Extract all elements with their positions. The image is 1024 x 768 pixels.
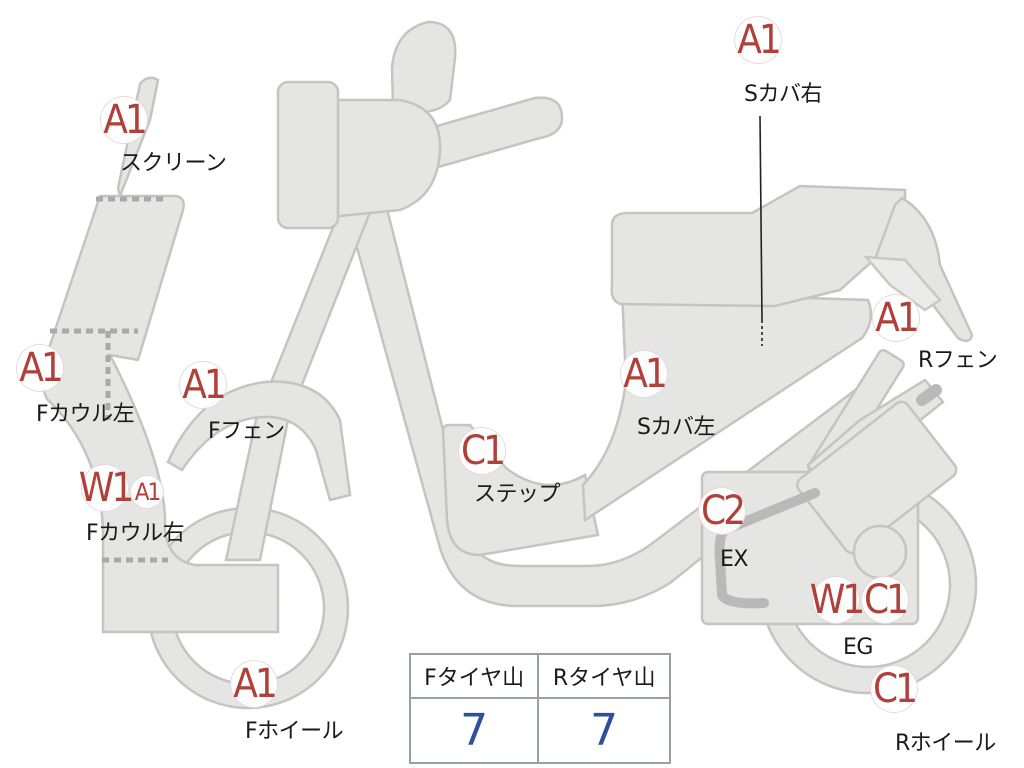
tail-lower (863, 255, 942, 312)
step-label: ステップ (474, 482, 561, 507)
engine-pulley (852, 524, 908, 580)
f-fender-code-badge[interactable]: A1 (180, 362, 227, 408)
tail-fin (872, 196, 974, 343)
side-cover (581, 290, 873, 523)
front-fork (224, 183, 380, 562)
front-tire-value: 7 (408, 697, 540, 764)
front-tire-header: Fタイヤ山 (408, 653, 540, 699)
r-wheel-label: Rホイール (895, 731, 996, 756)
screen-label: スクリーン (120, 151, 227, 176)
f-fender-label: Fフェン (208, 419, 285, 444)
r-wheel-code-badge[interactable]: C1 (871, 666, 918, 712)
exhaust-code-badge[interactable]: C2 (699, 488, 746, 534)
rear-tire-value: 7 (537, 697, 671, 764)
f-cowl-right-code-badge-2[interactable]: A1 (131, 476, 163, 508)
r-fender-label: Rフェン (918, 348, 998, 373)
headlight-body (316, 98, 442, 220)
f-cowl-left-code-badge[interactable]: A1 (17, 345, 64, 391)
mirror (390, 20, 457, 114)
s-cover-right-label: Sカバ右 (744, 82, 822, 107)
f-cowl-left-label: Fカウル左 (36, 402, 135, 427)
s-cover-left-code-badge[interactable]: A1 (621, 351, 668, 397)
f-cowl-right-label: Fカウル右 (86, 521, 185, 546)
front-fender (166, 380, 352, 502)
headlight (276, 80, 340, 230)
engine-code-badge-1[interactable]: W1 (809, 577, 865, 623)
engine-head (796, 400, 958, 555)
axle-bolt (916, 384, 942, 406)
rear-tire-header: Rタイヤ山 (537, 653, 671, 699)
seat (610, 184, 907, 308)
engine-label: EG (843, 635, 873, 660)
engine-code-badge-2[interactable]: C1 (862, 577, 909, 623)
s-cover-left-label: Sカバ左 (637, 415, 715, 440)
exhaust-label: EX (720, 547, 748, 572)
r-fender-code-badge[interactable]: A1 (873, 295, 920, 341)
front-cowl (41, 194, 280, 634)
s-cover-right-leader (759, 115, 763, 321)
s-cover-right-code-badge[interactable]: A1 (735, 17, 782, 63)
f-cowl-right-code-badge-1[interactable]: W1 (78, 465, 134, 511)
step-code-badge[interactable]: C1 (459, 428, 506, 474)
handlebar (426, 96, 564, 172)
f-wheel-code-badge[interactable]: A1 (231, 661, 278, 707)
screen-code-badge[interactable]: A1 (101, 97, 148, 143)
f-wheel-label: Fホイール (245, 719, 344, 744)
tire-tread-table: Fタイヤ山 Rタイヤ山 7 7 (408, 653, 671, 764)
